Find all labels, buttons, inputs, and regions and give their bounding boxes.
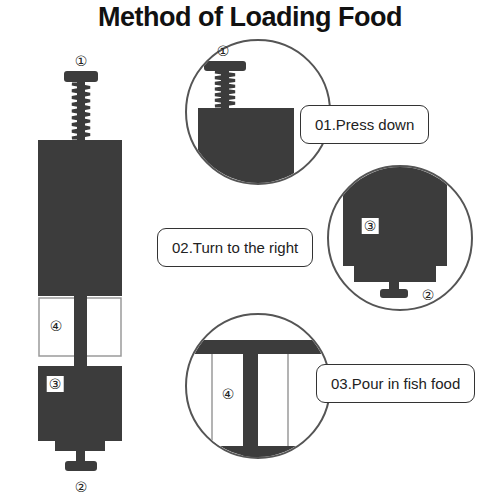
center-rod — [243, 352, 258, 462]
base-ring — [55, 441, 105, 451]
bottom-stem — [389, 282, 399, 290]
callout-number: ① — [217, 44, 230, 58]
step-label: 01.Press down — [315, 116, 414, 133]
bottom-cap — [380, 289, 408, 298]
zoom-turn — [343, 160, 447, 298]
callout-number: ② — [75, 480, 88, 494]
press-knob — [204, 61, 246, 71]
callout-number: ③ — [47, 376, 64, 392]
rotating-block — [343, 160, 447, 266]
zoom-press — [198, 61, 294, 198]
spring — [215, 72, 235, 106]
base-ring — [354, 266, 436, 282]
spring — [72, 84, 90, 138]
rotating-block — [180, 446, 340, 466]
feeder-body — [38, 140, 122, 296]
callout-number: ④ — [222, 387, 235, 401]
step-box: 02.Turn to the right — [157, 228, 313, 267]
press-knob — [64, 71, 98, 82]
zoom-pour — [180, 340, 340, 466]
callout-number: ④ — [50, 319, 63, 333]
callout-number: ③ — [362, 218, 379, 234]
feeder-body — [180, 340, 340, 354]
spring-coil — [72, 84, 90, 138]
spring-coil — [215, 72, 235, 106]
center-rod — [74, 296, 87, 368]
bottom-stem — [76, 450, 85, 462]
callout-number: ① — [75, 54, 88, 68]
step-label: 02.Turn to the right — [172, 239, 298, 256]
feeder-body — [198, 108, 294, 198]
step-box: 01.Press down — [300, 105, 429, 144]
rotating-block — [38, 366, 122, 441]
step-box: 03.Pour in fish food — [316, 364, 475, 403]
bottom-cap — [65, 461, 97, 471]
diagram-title: Method of Loading Food — [0, 2, 500, 33]
feeder-assembly — [38, 71, 122, 471]
callout-number: ② — [422, 288, 435, 302]
step-label: 03.Pour in fish food — [331, 375, 460, 392]
